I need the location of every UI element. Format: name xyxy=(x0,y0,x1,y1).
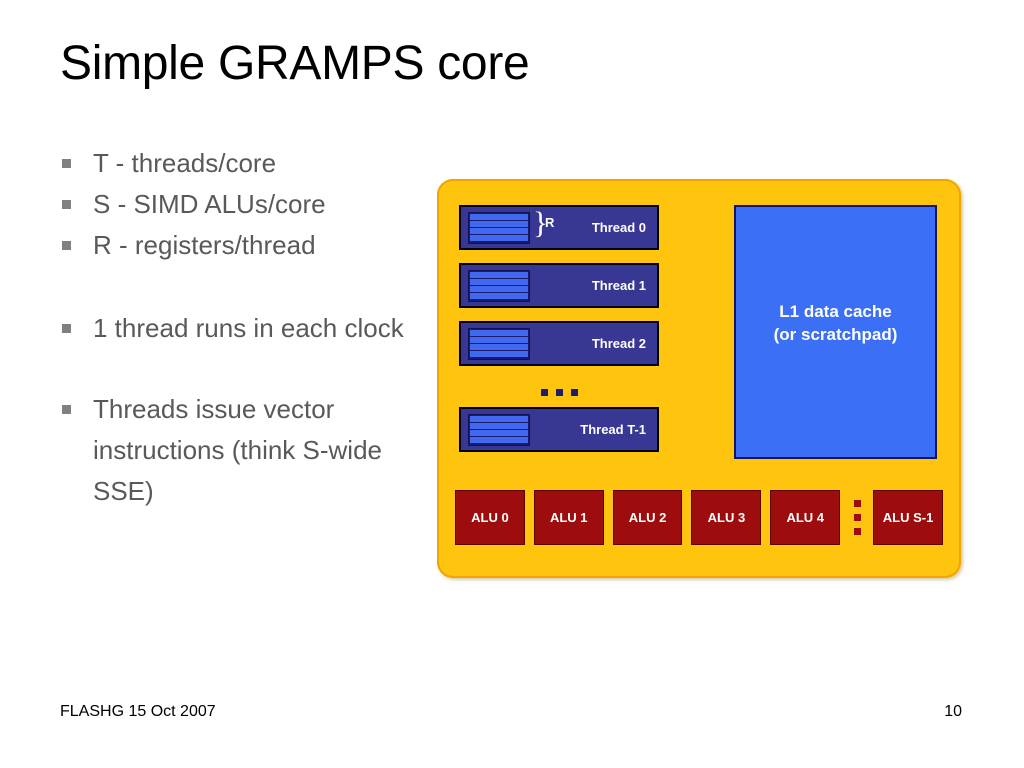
register-bar xyxy=(470,235,528,242)
register-file-1 xyxy=(468,269,530,302)
register-bar xyxy=(470,213,528,220)
ellipsis-dot xyxy=(555,388,563,396)
list-item: T - threads/core xyxy=(62,143,432,184)
list-spacer xyxy=(62,266,432,308)
thread-box-2: Thread 2 xyxy=(459,321,659,366)
list-item: R - registers/thread xyxy=(62,225,432,266)
alu-box-3: ALU 3 xyxy=(691,490,762,545)
ellipsis-dot xyxy=(854,528,862,535)
bullet-square-icon xyxy=(62,241,71,250)
thread-box-1: Thread 1 xyxy=(459,263,659,308)
l1-data-cache-box: L1 data cache (or scratchpad) xyxy=(734,205,937,459)
bullet-square-icon xyxy=(62,159,71,168)
register-bar xyxy=(470,220,528,227)
thread-box-last: Thread T-1 xyxy=(459,407,659,452)
list-item: 1 thread runs in each clock xyxy=(62,308,432,349)
register-bar xyxy=(470,415,528,422)
list-item: S - SIMD ALUs/core xyxy=(62,184,432,225)
alu-ellipsis-icon xyxy=(849,495,866,540)
alu-box-2: ALU 2 xyxy=(612,490,683,545)
register-file-2 xyxy=(468,327,530,360)
bullet-list: T - threads/core S - SIMD ALUs/core R - … xyxy=(62,143,432,512)
register-bar xyxy=(470,271,528,278)
register-bar xyxy=(470,437,528,444)
register-bar xyxy=(470,336,528,343)
register-file-last xyxy=(468,413,530,446)
thread-label-2: Thread 2 xyxy=(591,336,646,351)
thread-label-1: Thread 1 xyxy=(591,278,646,293)
ellipsis-dot xyxy=(854,514,862,521)
list-item: Threads issue vector instructions (think… xyxy=(62,389,432,512)
page-number: 10 xyxy=(944,703,962,720)
alu-box-4: ALU 4 xyxy=(770,490,841,545)
list-spacer xyxy=(62,349,432,389)
register-bar xyxy=(470,344,528,351)
list-item-label: T - threads/core xyxy=(93,148,277,178)
alu-row: ALU 0 ALU 1 ALU 2 ALU 3 ALU 4 ALU S-1 xyxy=(455,490,943,545)
list-item-label: Threads issue vector instructions (think… xyxy=(93,394,382,506)
list-item-label: R - registers/thread xyxy=(93,230,316,260)
alu-box-0: ALU 0 xyxy=(455,490,525,545)
thread-box-0: } R Thread 0 xyxy=(459,205,659,250)
ellipsis-dot xyxy=(854,500,862,507)
register-bar xyxy=(470,228,528,235)
thread-ellipsis-icon xyxy=(459,379,659,405)
bullet-square-icon xyxy=(62,200,71,209)
register-bar xyxy=(470,286,528,293)
ellipsis-dot xyxy=(540,388,548,396)
alu-box-last: ALU S-1 xyxy=(873,490,943,545)
ellipsis-dot xyxy=(570,388,578,396)
register-bar xyxy=(470,351,528,358)
register-bar xyxy=(470,422,528,429)
bullet-square-icon xyxy=(62,405,71,414)
list-item-label: S - SIMD ALUs/core xyxy=(93,189,326,219)
page-title: Simple GRAMPS core xyxy=(60,37,530,90)
register-bar xyxy=(470,329,528,336)
core-diagram: } R Thread 0 Thread 1 Thread 2 xyxy=(437,179,961,578)
register-bar xyxy=(470,430,528,437)
footer-text: FLASHG 15 Oct 2007 xyxy=(60,703,216,720)
register-brace-icon: } xyxy=(533,205,548,240)
alu-box-1: ALU 1 xyxy=(533,490,604,545)
l1-cache-label-line2: (or scratchpad) xyxy=(773,325,898,344)
bullet-square-icon xyxy=(62,324,71,333)
list-item-label: 1 thread runs in each clock xyxy=(93,313,404,343)
thread-column: } R Thread 0 Thread 1 Thread 2 xyxy=(459,205,659,465)
thread-label-0: Thread 0 xyxy=(591,220,646,235)
l1-cache-label-line1: L1 data cache xyxy=(779,302,892,321)
register-count-label: R xyxy=(545,215,555,230)
register-file-0 xyxy=(468,211,530,244)
register-bar xyxy=(470,293,528,300)
register-bar xyxy=(470,278,528,285)
thread-label-last: Thread T-1 xyxy=(580,422,646,437)
